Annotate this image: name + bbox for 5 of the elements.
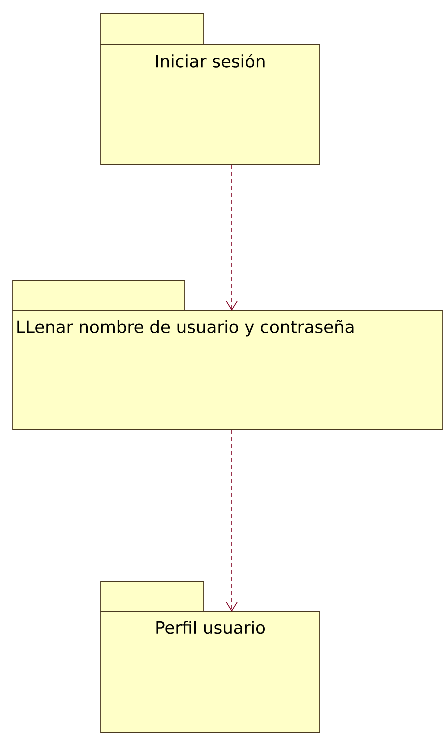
dependency-arrow <box>226 430 238 612</box>
package-box: Perfil usuario <box>100 582 320 734</box>
dependency-arrow <box>226 164 238 311</box>
package-box: LLenar nombre de usuario y contraseña <box>12 280 443 430</box>
package-box: Iniciar sesión <box>100 14 320 166</box>
